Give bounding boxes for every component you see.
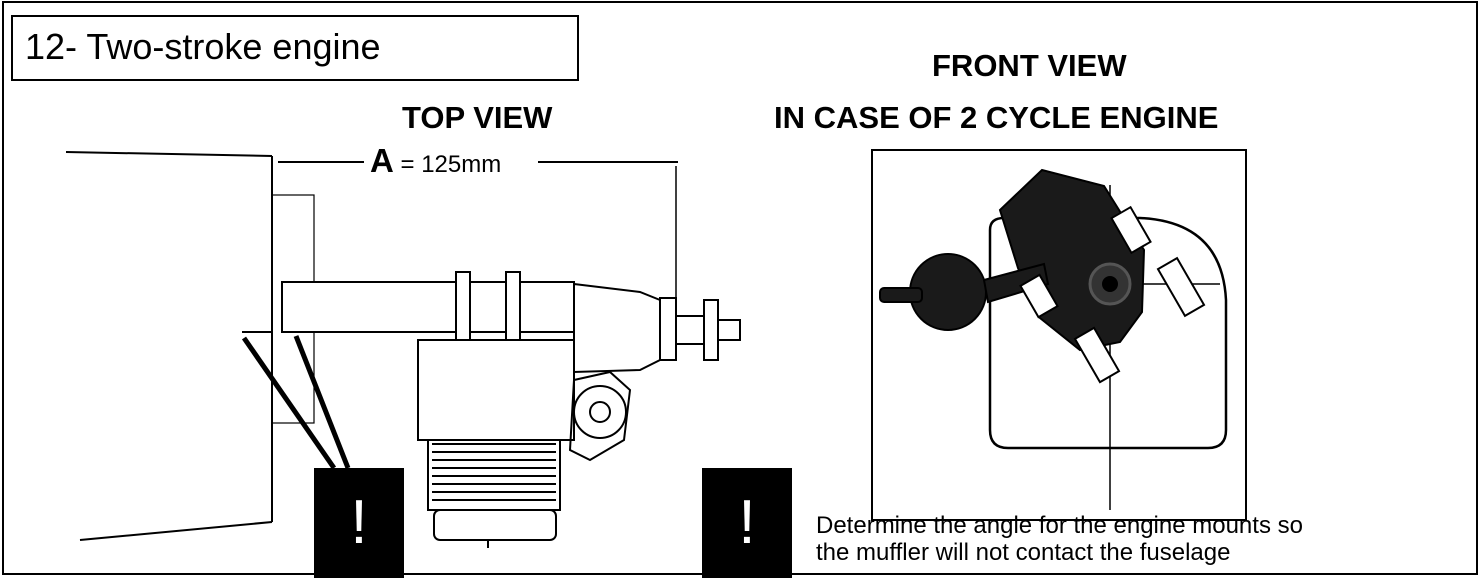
- note-line-2: the muffler will not contact the fuselag…: [816, 539, 1231, 566]
- front-view-drawing: [871, 149, 1247, 521]
- warning-icon-top-view: !: [314, 468, 404, 578]
- engine-mount-note: Determine the angle for the engine mount…: [816, 512, 1466, 566]
- warning-icon-front-view: !: [702, 468, 792, 578]
- page-title: 12- Two-stroke engine: [25, 26, 381, 67]
- dimension-value: = 125mm: [400, 151, 502, 178]
- cooling-fins: [432, 443, 556, 501]
- note-line-1: Determine the angle for the engine mount…: [816, 512, 1303, 539]
- front-view-subheading: IN CASE OF 2 CYCLE ENGINE: [774, 100, 1219, 135]
- top-view-heading: TOP VIEW: [402, 100, 553, 135]
- title-box: 12- Two-stroke engine: [11, 15, 579, 81]
- front-view-heading: FRONT VIEW: [932, 48, 1127, 83]
- top-view-drawing: [65, 151, 741, 548]
- dimension-letter: A: [370, 142, 394, 179]
- dimension-a-label: A = 125mm: [364, 142, 508, 183]
